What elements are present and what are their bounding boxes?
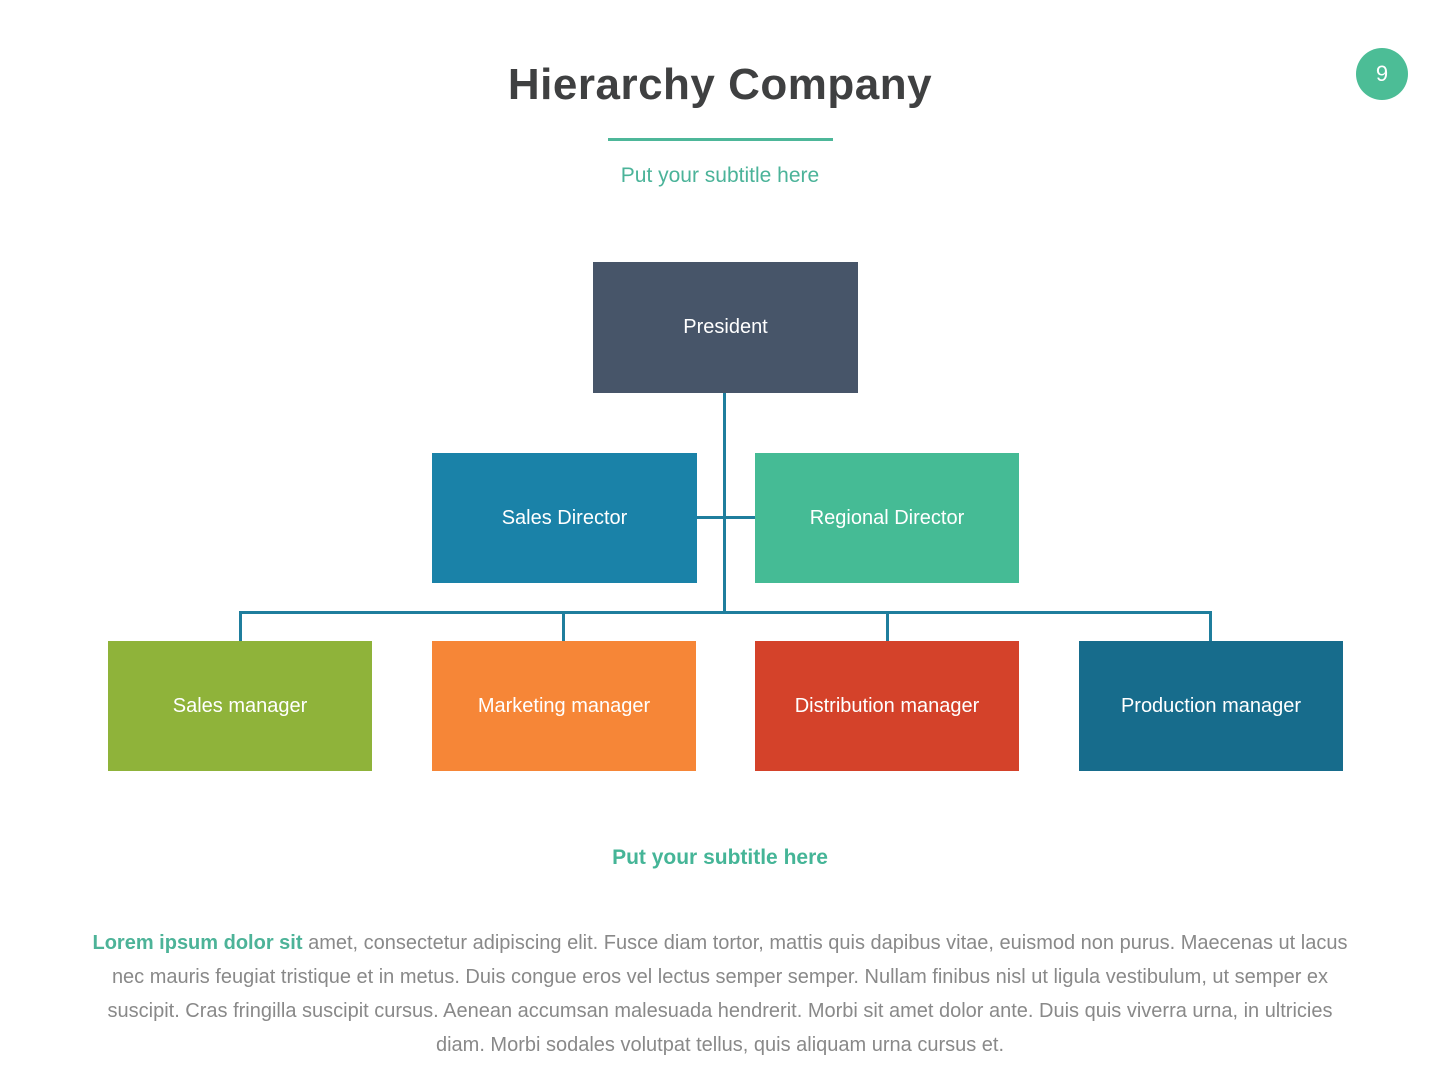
connector-president-drop	[723, 391, 726, 613]
org-node-sales-director: Sales Director	[432, 453, 697, 583]
org-node-label: Sales manager	[172, 694, 308, 717]
page-title: Hierarchy Company	[507, 60, 933, 109]
page-number-badge: 9	[1356, 48, 1408, 100]
connector-stub-production-manager	[1209, 611, 1212, 642]
org-node-president: President	[593, 262, 858, 393]
page-number: 9	[1375, 61, 1389, 86]
paragraph-lead-text: Lorem ipsum dolor sit	[92, 932, 303, 954]
org-node-production-manager: Production manager	[1079, 641, 1343, 771]
connector-directors-horizontal	[697, 516, 755, 519]
org-node-label: Production manager	[1120, 694, 1302, 717]
connector-managers-horizontal	[239, 611, 1212, 614]
connector-stub-sales-manager	[239, 611, 242, 642]
org-node-label: Marketing manager	[477, 694, 651, 717]
title-underline-divider	[608, 138, 833, 141]
page-subtitle: Put your subtitle here	[620, 164, 820, 187]
org-node-sales-manager: Sales manager	[108, 641, 372, 771]
connector-stub-distribution-manager	[886, 611, 889, 642]
org-node-label: Sales Director	[501, 506, 628, 529]
org-node-label: Distribution manager	[794, 694, 980, 717]
org-node-label: President	[683, 316, 768, 338]
org-node-marketing-manager: Marketing manager	[432, 641, 696, 771]
org-node-distribution-manager: Distribution manager	[755, 641, 1019, 771]
org-node-label: Regional Director	[809, 506, 965, 529]
paragraph-body-text: amet, consectetur adipiscing elit. Fusce…	[107, 932, 1348, 1056]
footer-subtitle: Put your subtitle here	[612, 846, 828, 869]
org-node-regional-director: Regional Director	[755, 453, 1019, 583]
body-paragraph: Lorem ipsum dolor sit amet, consectetur …	[85, 926, 1355, 1062]
connector-stub-marketing-manager	[562, 611, 565, 642]
